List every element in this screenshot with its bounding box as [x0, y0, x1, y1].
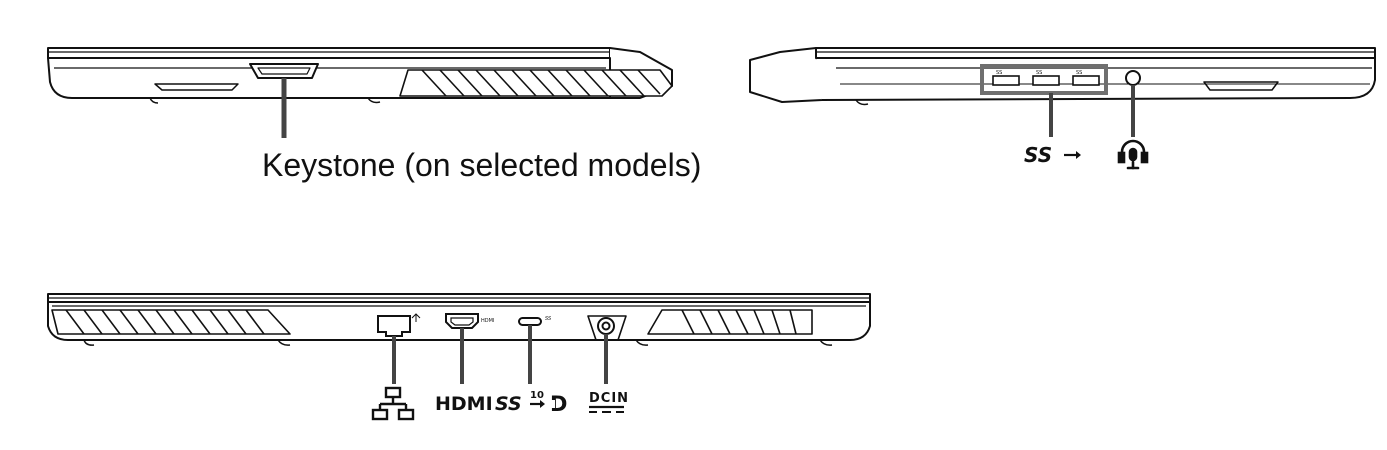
- svg-text:SS: SS: [1024, 143, 1052, 167]
- rear-ports: [377, 313, 615, 337]
- headset-jack-icon: [1117, 139, 1149, 170]
- keystone-caption: Keystone (on selected models): [262, 147, 701, 183]
- usb-a-ports: SS SS SS: [992, 70, 1100, 86]
- rear-right-vent: [647, 309, 813, 335]
- lan-port: [377, 315, 411, 337]
- superspeed-10-icon: SS 10: [495, 390, 545, 415]
- usb-a-port-2: [1032, 75, 1060, 86]
- usb-c-port-tag: SS: [545, 316, 552, 322]
- usb-a-port-1: [992, 75, 1020, 86]
- superspeed-usb-icon: SS: [1024, 143, 1081, 167]
- displayport-icon: D: [550, 392, 567, 416]
- dc-in-label: DCIN: [589, 391, 629, 406]
- svg-text:SS: SS: [1036, 70, 1042, 76]
- dc-in-icon: DCIN: [589, 391, 629, 413]
- hdmi-port-tag: HDMI: [481, 318, 494, 324]
- hdmi-label: HDMI: [435, 393, 493, 415]
- usb-c-speed-label: 10: [530, 390, 544, 401]
- usb-c-port: [518, 317, 542, 326]
- usb-a-port-3: [1072, 75, 1100, 86]
- rear-left-vent: [51, 309, 291, 335]
- lan-port-tag-icon: [411, 313, 421, 322]
- network-lan-icon: [371, 386, 415, 421]
- displayport-symbol: D: [550, 392, 567, 416]
- laptop-side-view-usb-audio: [749, 47, 1376, 106]
- svg-text:SS: SS: [996, 70, 1002, 76]
- usb-port-group-box: [980, 64, 1108, 95]
- usb-c-ss-label: SS: [495, 393, 522, 415]
- side-vent: [399, 69, 673, 97]
- laptop-side-view-keystone: [47, 47, 673, 104]
- audio-jack: [1125, 70, 1141, 86]
- svg-text:SS: SS: [1076, 70, 1082, 76]
